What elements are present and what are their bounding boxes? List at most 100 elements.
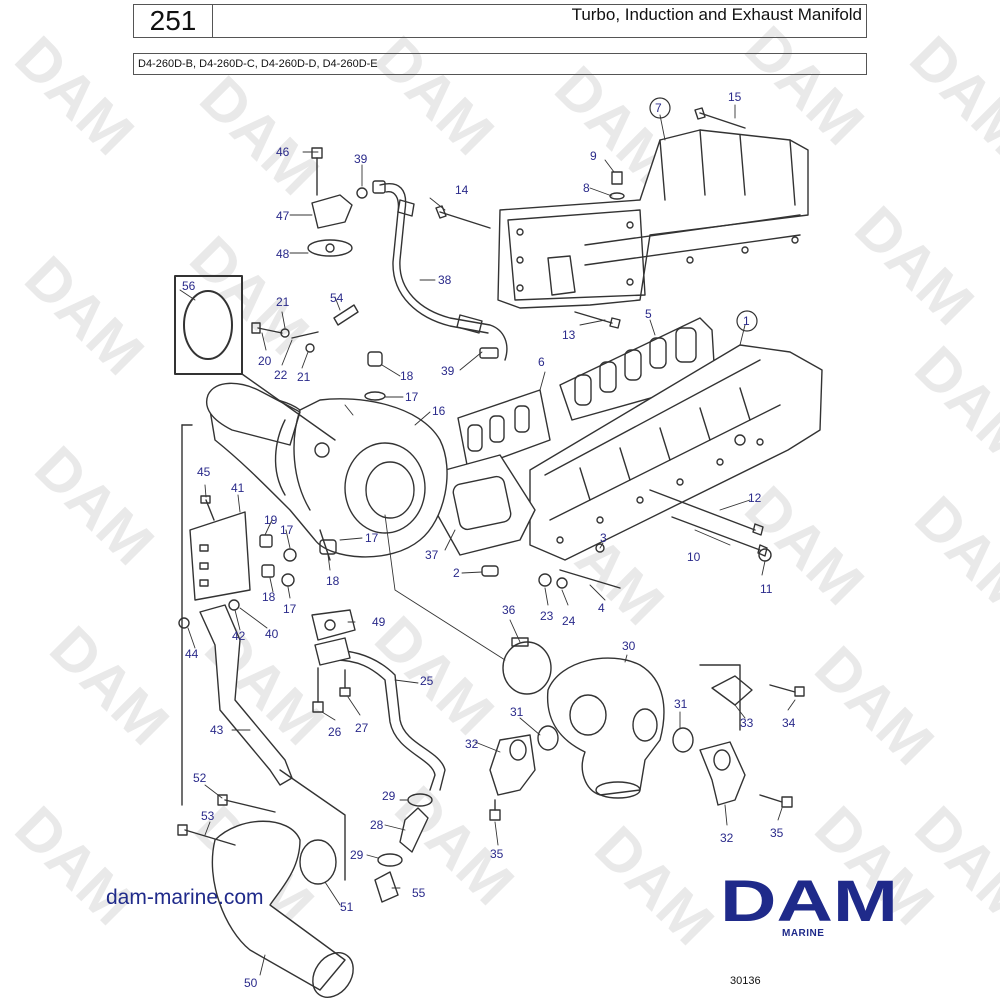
callout-7: 7 xyxy=(655,101,662,115)
model-list: D4-260D-B, D4-260D-C, D4-260D-D, D4-260D… xyxy=(133,53,867,75)
bolt-27[interactable] xyxy=(339,669,351,697)
washer-3[interactable] xyxy=(595,543,605,553)
washer-21[interactable] xyxy=(280,328,290,338)
gasket-48[interactable] xyxy=(307,239,353,257)
callout-32-right: 32 xyxy=(720,831,734,845)
callout-13: 13 xyxy=(562,328,576,342)
gasket-31-right[interactable] xyxy=(672,727,694,753)
bolt-34[interactable] xyxy=(769,684,805,697)
elbow-32-right[interactable] xyxy=(699,741,746,806)
oil-pipe-38[interactable] xyxy=(372,180,508,361)
bolt-35-left[interactable] xyxy=(489,799,501,821)
bolt-53[interactable] xyxy=(177,824,236,846)
flange-49[interactable] xyxy=(311,609,356,641)
website-link[interactable]: dam-marine.com xyxy=(106,886,264,909)
callout-36: 36 xyxy=(502,603,516,617)
callout-18-left: 18 xyxy=(262,590,276,604)
callout-5: 5 xyxy=(645,307,652,321)
dam-logo: DAM xyxy=(720,875,898,925)
nipple-22[interactable] xyxy=(291,331,319,339)
bolt-13[interactable] xyxy=(574,311,621,329)
bolt-15[interactable] xyxy=(694,107,746,129)
gasket-31-left[interactable] xyxy=(537,725,559,751)
sleeve-2[interactable] xyxy=(481,565,499,577)
bolt-14[interactable] xyxy=(435,205,491,229)
bolt-18-left[interactable] xyxy=(261,564,275,578)
callout-33: 33 xyxy=(740,716,754,730)
bolt-20[interactable] xyxy=(251,322,283,334)
bolt-44[interactable] xyxy=(178,617,190,629)
washer-21b[interactable] xyxy=(305,343,315,353)
nut-42[interactable] xyxy=(228,599,240,611)
return-pipe-25[interactable] xyxy=(314,637,446,791)
stud-4[interactable] xyxy=(559,569,621,589)
fitting-39-bottom[interactable] xyxy=(479,347,499,359)
callout-35-left: 35 xyxy=(490,847,504,861)
fitting-18-side[interactable] xyxy=(319,539,337,555)
clamp-29-bottom[interactable] xyxy=(377,853,403,867)
bolt-52[interactable] xyxy=(217,794,276,813)
callout-56: 56 xyxy=(182,279,196,293)
callout-31-left: 31 xyxy=(510,705,524,719)
adapter-55[interactable] xyxy=(374,871,399,903)
bolt-46[interactable] xyxy=(311,147,323,196)
clamp-29-top[interactable] xyxy=(407,793,433,807)
callout-16: 16 xyxy=(432,404,446,418)
inlet-pipe-50[interactable] xyxy=(211,820,361,1000)
callout-30: 30 xyxy=(622,639,636,653)
callout-23: 23 xyxy=(540,609,554,623)
callout-15: 15 xyxy=(728,90,742,104)
callout-46: 46 xyxy=(276,145,290,159)
drawing-reference: 30136 xyxy=(730,975,761,987)
callout-17-left-a: 17 xyxy=(280,523,294,537)
page-title: Turbo, Induction and Exhaust Manifold xyxy=(213,4,867,38)
callout-4: 4 xyxy=(598,601,605,615)
exhaust-elbow-30[interactable] xyxy=(546,657,665,799)
hose-54[interactable] xyxy=(333,304,359,326)
callout-34: 34 xyxy=(782,716,796,730)
plug-18-top[interactable] xyxy=(364,351,386,401)
seal-39-top[interactable] xyxy=(356,187,368,199)
bracket-41[interactable] xyxy=(189,511,251,601)
bolt-35-right[interactable] xyxy=(759,794,793,808)
bolt-45[interactable] xyxy=(200,495,215,521)
elbow-32-left[interactable] xyxy=(489,734,536,796)
callout-32-left: 32 xyxy=(465,737,479,751)
washer-17-left[interactable] xyxy=(281,548,297,587)
seal-ring-56[interactable] xyxy=(183,290,233,360)
page-number-box: 251 xyxy=(133,4,213,38)
washer-24[interactable] xyxy=(556,577,568,589)
hose-28[interactable] xyxy=(399,807,429,853)
callout-37: 37 xyxy=(425,548,439,562)
callout-12: 12 xyxy=(748,491,762,505)
callout-47: 47 xyxy=(276,209,290,223)
bolt-26[interactable] xyxy=(312,667,324,713)
bolt-10[interactable] xyxy=(671,516,768,557)
banjo-47[interactable] xyxy=(311,194,353,229)
inset-leader xyxy=(241,373,336,441)
callout-18-top: 18 xyxy=(400,369,414,383)
callout-39-top: 39 xyxy=(354,152,368,166)
callout-24: 24 xyxy=(562,614,576,628)
callout-52: 52 xyxy=(193,771,207,785)
gasket-5[interactable] xyxy=(559,317,716,421)
seal-ring-51[interactable] xyxy=(299,839,337,885)
turbocharger[interactable] xyxy=(206,382,448,561)
callout-circle-1 xyxy=(736,310,758,332)
callout-29-top: 29 xyxy=(382,789,396,803)
plug-8-9[interactable] xyxy=(609,171,625,200)
nut-23[interactable] xyxy=(538,573,552,587)
exhaust-manifold[interactable] xyxy=(529,344,823,561)
bolt-12[interactable] xyxy=(649,489,764,536)
callout-21-top: 21 xyxy=(276,295,290,309)
callout-9: 9 xyxy=(590,149,597,163)
callout-43: 43 xyxy=(210,723,224,737)
svg-text:DAM: DAM xyxy=(720,875,898,925)
clamp-36[interactable] xyxy=(502,637,552,695)
intake-manifold[interactable] xyxy=(497,129,809,309)
cover-33[interactable] xyxy=(711,675,753,706)
callout-3: 3 xyxy=(600,531,607,545)
gasket-6[interactable] xyxy=(457,389,551,471)
bolt-19[interactable] xyxy=(259,534,273,548)
